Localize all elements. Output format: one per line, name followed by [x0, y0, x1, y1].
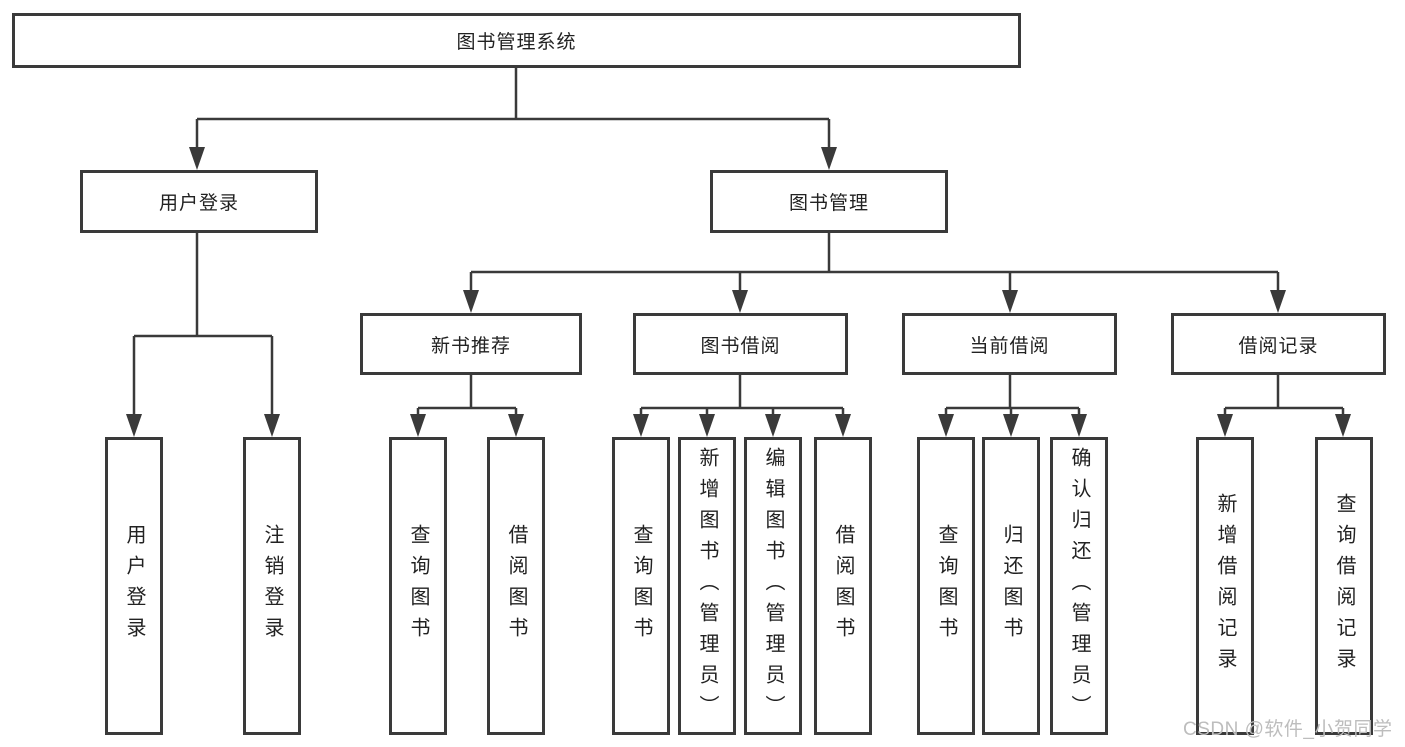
leaf-current-query-books-label: 查询图书	[935, 524, 957, 648]
leaf-query-borrow-record: 查询借阅记录	[1315, 437, 1373, 735]
leaf-return-book-label: 归还图书	[1000, 524, 1022, 648]
node-user-login: 用户登录	[80, 170, 318, 233]
node-current-borrow: 当前借阅	[902, 313, 1117, 375]
leaf-user-login: 用户登录	[105, 437, 163, 735]
leaf-edit-book-admin: 编辑图书（管理员）	[744, 437, 802, 735]
leaf-borrow-books: 借阅图书	[814, 437, 872, 735]
node-new-book-recommend: 新书推荐	[360, 313, 582, 375]
leaf-borrow-query-books-label: 查询图书	[630, 524, 652, 648]
leaf-add-book-admin-label: 新增图书（管理员）	[696, 446, 718, 726]
leaf-query-borrow-record-label: 查询借阅记录	[1333, 493, 1355, 679]
leaf-logout: 注销登录	[243, 437, 301, 735]
leaf-logout-label: 注销登录	[261, 524, 283, 648]
leaf-borrow-query-books: 查询图书	[612, 437, 670, 735]
leaf-recommend-query-books: 查询图书	[389, 437, 447, 735]
csdn-watermark: CSDN @软件_小贺同学	[1183, 719, 1393, 740]
node-book-borrow: 图书借阅	[633, 313, 848, 375]
node-borrow-records: 借阅记录	[1171, 313, 1386, 375]
leaf-recommend-borrow-books: 借阅图书	[487, 437, 545, 735]
leaf-recommend-borrow-books-label: 借阅图书	[505, 524, 527, 648]
leaf-add-borrow-record-label: 新增借阅记录	[1214, 493, 1236, 679]
leaf-add-borrow-record: 新增借阅记录	[1196, 437, 1254, 735]
leaf-return-book: 归还图书	[982, 437, 1040, 735]
leaf-confirm-return-admin-label: 确认归还（管理员）	[1068, 446, 1090, 726]
leaf-confirm-return-admin: 确认归还（管理员）	[1050, 437, 1108, 735]
leaf-current-query-books: 查询图书	[917, 437, 975, 735]
leaf-user-login-label: 用户登录	[123, 524, 145, 648]
leaf-add-book-admin: 新增图书（管理员）	[678, 437, 736, 735]
node-library-system: 图书管理系统	[12, 13, 1021, 68]
leaf-edit-book-admin-label: 编辑图书（管理员）	[762, 446, 784, 726]
node-book-management: 图书管理	[710, 170, 948, 233]
leaf-borrow-books-label: 借阅图书	[832, 524, 854, 648]
leaf-recommend-query-books-label: 查询图书	[407, 524, 429, 648]
